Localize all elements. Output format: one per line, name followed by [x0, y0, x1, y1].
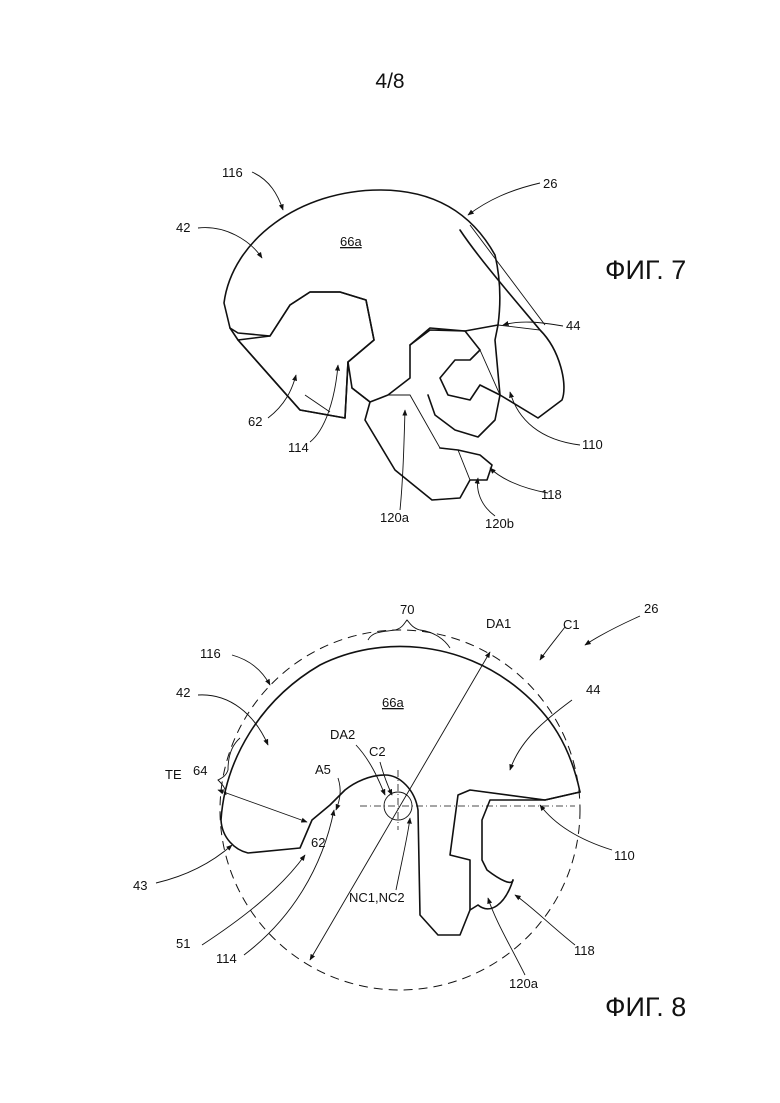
ref-116-fig8: 116 — [200, 646, 221, 661]
ref-66a-fig8: 66a — [382, 695, 404, 710]
ref-114-fig8: 114 — [216, 951, 237, 966]
fig7-edge-line — [305, 395, 330, 412]
fig7-hatched-section-114 — [238, 292, 374, 418]
ref-62: 62 — [248, 414, 262, 429]
ref-66a: 66a — [340, 234, 362, 249]
fig7-lower-tab — [352, 388, 492, 500]
ref-110-fig8: 110 — [614, 848, 635, 863]
fig7-hatched-section-44 — [495, 325, 564, 418]
ref-43: 43 — [133, 878, 147, 893]
ref-62-fig8: 62 — [311, 835, 325, 850]
ref-70: 70 — [400, 602, 414, 617]
fig7-edge-line-2 — [470, 225, 545, 325]
ref-42-fig8: 42 — [176, 685, 190, 700]
figure-8-drawing — [218, 620, 580, 990]
ref-116: 116 — [222, 165, 243, 180]
ref-120a-fig8: 120a — [509, 976, 539, 991]
ref-da2: DA2 — [330, 727, 355, 742]
ref-120a: 120a — [380, 510, 410, 525]
ref-114: 114 — [288, 440, 309, 455]
ref-te: TE — [165, 767, 182, 782]
ref-44: 44 — [566, 318, 580, 333]
ref-26-fig8: 26 — [644, 601, 658, 616]
ref-26: 26 — [543, 176, 557, 191]
figure-7-leaders — [198, 172, 580, 516]
ref-c2: C2 — [369, 744, 386, 759]
ref-42: 42 — [176, 220, 190, 235]
fig7-left-side-face — [230, 328, 348, 418]
ref-44-fig8: 44 — [586, 682, 600, 697]
ref-c1: C1 — [563, 617, 580, 632]
ref-da1: DA1 — [486, 616, 511, 631]
ref-118-fig8: 118 — [574, 943, 595, 958]
ref-118: 118 — [541, 487, 562, 502]
fig7-notch-block — [410, 330, 500, 437]
ref-a5: A5 — [315, 762, 331, 777]
ref-nc1-nc2: NC1,NC2 — [349, 890, 405, 905]
ref-120b: 120b — [485, 516, 514, 531]
figure-7-drawing — [224, 190, 564, 500]
ref-64: 64 — [193, 763, 207, 778]
fig8-tab-118 — [470, 880, 513, 910]
fig8-te-dimension — [218, 790, 307, 822]
ref-110: 110 — [582, 437, 603, 452]
fig7-hatched-section-110 — [440, 350, 500, 400]
fig8-notch-110 — [482, 792, 580, 882]
figure-7-reference-labels: 116 26 42 66a 44 62 114 110 118 120a 120… — [176, 165, 603, 531]
ref-51: 51 — [176, 936, 190, 951]
